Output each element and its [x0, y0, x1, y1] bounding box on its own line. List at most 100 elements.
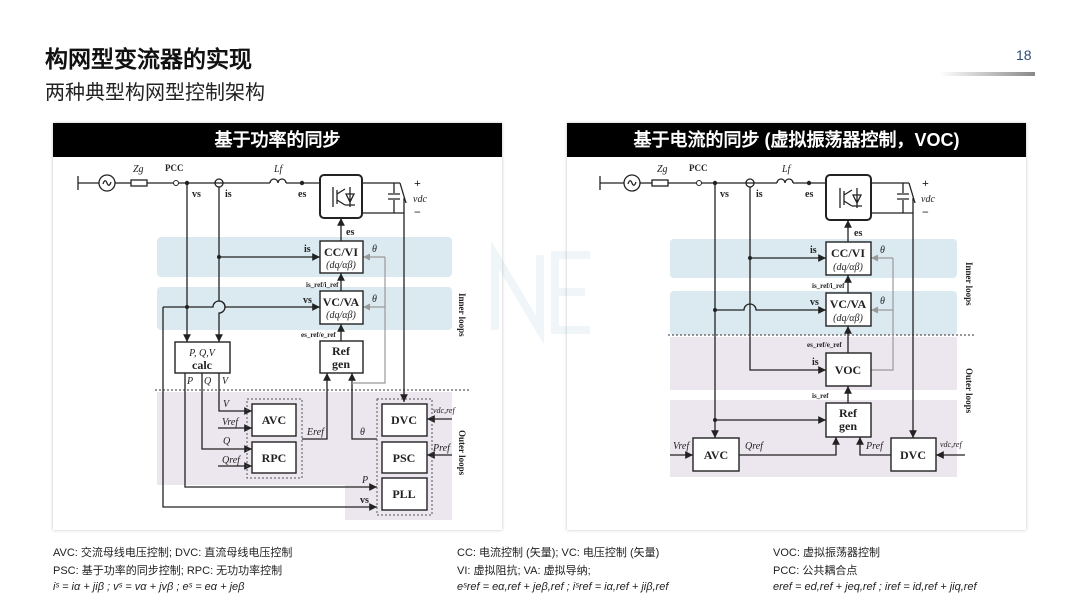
vdcref-label: vdc,ref — [940, 440, 963, 449]
vs-input-label: vs — [810, 297, 819, 308]
inductor-icon — [776, 178, 794, 184]
vref-label: Vref — [222, 417, 239, 428]
avc-label: AVC — [262, 413, 286, 427]
voc-block — [825, 352, 872, 387]
pref-label: Pref — [865, 441, 884, 452]
is-voc-label: is — [812, 357, 819, 368]
ref-gen-label: Ref — [332, 344, 351, 358]
vcva-sub-label: (dq/αβ) — [326, 310, 356, 321]
dvc-label: DVC — [391, 413, 417, 427]
left-diagram: CC/VI (dq/αβ) VC/VA (dq/αβ) Ref gen P, Q… — [77, 163, 470, 520]
iref-label: is_ref/i_ref — [306, 281, 339, 289]
v-input-label: V — [223, 399, 231, 410]
pcc-label: PCC — [689, 163, 708, 173]
inductor-icon — [269, 178, 287, 184]
avc-label: AVC — [704, 448, 728, 462]
vref-label: Vref — [673, 441, 690, 452]
vcva-block — [319, 290, 364, 325]
left-panel-heading: 基于功率的同步 — [53, 123, 502, 157]
inner-loop-band — [670, 291, 957, 335]
pll-block — [381, 477, 428, 511]
plus-label: + — [922, 176, 929, 190]
ccvi-label: CC/VI — [831, 246, 865, 260]
pqv-calc-block — [174, 341, 231, 374]
voc-label: VOC — [835, 363, 861, 377]
theta-label: θ — [372, 294, 377, 305]
converter-icon — [319, 174, 363, 219]
isref-label: is_ref — [812, 392, 829, 400]
ccvi-sub-label: (dq/αβ) — [833, 262, 863, 273]
theta-label: θ — [880, 245, 885, 256]
vcva-block — [825, 292, 872, 327]
is-label: is — [225, 189, 232, 200]
pqv-calc-label: P, Q,V — [188, 348, 217, 359]
dc-capacitor-icon — [897, 183, 909, 213]
theta-label: θ — [360, 427, 365, 438]
footnote: PCC: 公共耦合点 — [773, 565, 858, 577]
zg-label: Zg — [133, 164, 144, 175]
page-number-bar — [940, 72, 1035, 76]
vdc-label: vdc — [413, 194, 427, 205]
avc-block — [251, 403, 297, 437]
rpc-block — [251, 441, 297, 474]
vs-label: vs — [720, 189, 729, 200]
e-ref-label: Eref — [306, 427, 325, 438]
outer-loops-label: Outer loops — [964, 368, 974, 414]
ccvi-label: CC/VI — [324, 245, 358, 259]
dc-switch-icon — [908, 182, 916, 204]
es-label: es — [805, 189, 813, 200]
vs-label: vs — [192, 189, 201, 200]
pcc-label: PCC — [165, 163, 184, 173]
ccvi-sub-label: (dq/αβ) — [326, 260, 356, 271]
ref-gen-block — [319, 340, 364, 374]
page-number: 18 — [1016, 47, 1032, 63]
inner-loops-label: Inner loops — [457, 293, 467, 337]
avc-block — [692, 437, 740, 472]
minus-label: − — [414, 205, 421, 219]
lf-label: Lf — [781, 164, 792, 175]
page-subtitle: 两种典型构网型控制架构 — [45, 82, 265, 104]
footnote-formula: iˢ = iα + jiβ ; vˢ = vα + jvβ ; eˢ = eα … — [53, 581, 245, 593]
psc-block — [381, 441, 428, 474]
outer-loops-label: Outer loops — [457, 430, 467, 476]
p-output-label: P — [186, 376, 193, 387]
grid-impedance-icon — [130, 179, 148, 187]
right-panel-heading: 基于电流的同步 (虚拟振荡器控制，VOC) — [567, 123, 1026, 157]
inner-loop-band — [157, 287, 452, 330]
psc-label: PSC — [393, 451, 416, 465]
footnote: AVC: 交流母线电压控制; DVC: 直流母线电压控制 — [53, 547, 293, 559]
plus-label: + — [414, 176, 421, 190]
p-pll-label: P — [361, 475, 368, 486]
qref-label: Qref — [222, 455, 241, 466]
es-output-label: es — [854, 228, 862, 239]
outer-loop-band — [670, 337, 957, 390]
vdc-label: vdc — [921, 194, 935, 205]
ccvi-block — [825, 241, 872, 276]
is-label: is — [756, 189, 763, 200]
dc-capacitor-icon — [388, 183, 400, 213]
ref-gen-label: gen — [332, 357, 350, 371]
ref-gen-block — [825, 402, 872, 438]
footnote: VI: 虚拟阻抗; VA: 虚拟导纳; — [457, 565, 591, 577]
dc-switch-icon — [399, 182, 407, 204]
pref-label: Pref — [432, 443, 451, 454]
theta-label: θ — [372, 244, 377, 255]
footnote-formula: eˢref = eα,ref + jeβ,ref ; iˢref = iα,re… — [457, 581, 669, 593]
is-input-label: is — [304, 244, 311, 255]
ref-gen-label: gen — [839, 419, 857, 433]
converter-icon — [825, 174, 872, 221]
vs-pll-label: vs — [360, 495, 369, 506]
minus-label: − — [922, 205, 929, 219]
lf-label: Lf — [273, 164, 284, 175]
zg-label: Zg — [657, 164, 668, 175]
eref-label: es_ref/e_ref — [301, 331, 336, 339]
eref-label: es_ref/e_ref — [807, 341, 842, 349]
footnote: VOC: 虚拟振荡器控制 — [773, 547, 880, 559]
q-output-label: Q — [204, 376, 212, 387]
inner-loops-label: Inner loops — [964, 262, 974, 306]
is-input-label: is — [810, 245, 817, 256]
ref-gen-label: Ref — [839, 406, 858, 420]
grid-impedance-icon — [651, 179, 669, 187]
qref-label: Qref — [745, 441, 764, 452]
